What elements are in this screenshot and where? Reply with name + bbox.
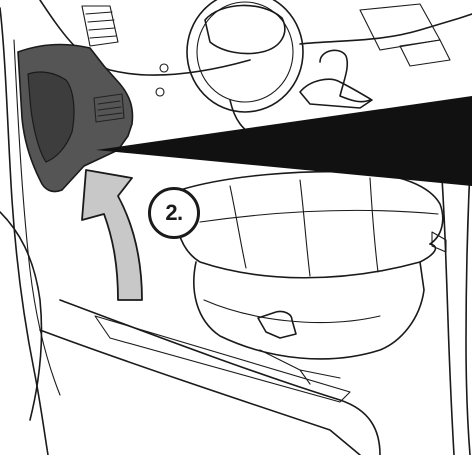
steering-wheel-inner [197,2,293,102]
door-frame-inner [0,212,42,420]
removal-arrow [82,170,142,300]
steering-wheel [187,0,303,112]
gear-boot [300,79,372,108]
door-sill [40,330,360,455]
seat-adjust-lever [258,311,296,338]
seat-rail [260,350,340,384]
step-number-badge: 2. [148,187,200,239]
fastener-a [160,64,168,72]
steering-hub [205,5,285,53]
air-vent-left [82,6,118,46]
b-pillar [440,150,454,455]
seat-quilting [200,178,438,276]
seat-back [180,172,443,244]
console-panel-2 [400,40,450,66]
seat-base [194,262,424,359]
center-console [300,14,472,44]
air-vent-slats [86,12,116,38]
fastener-b [156,88,164,96]
